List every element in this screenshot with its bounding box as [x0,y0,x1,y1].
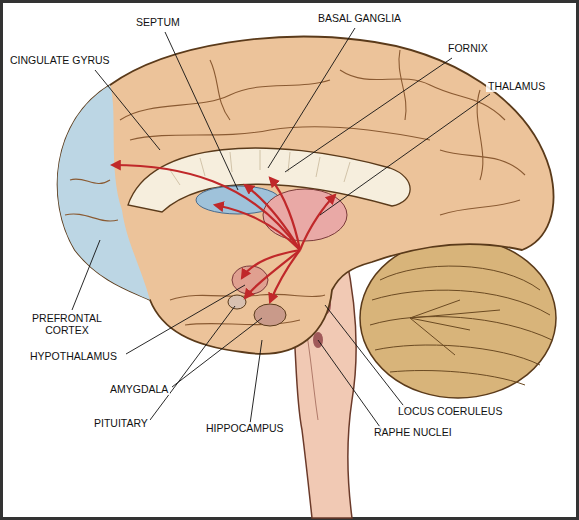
part-label: HIPPOCAMPUS [204,422,286,434]
part-label: RAPHE NUCLEI [372,426,454,438]
projection-arrows [112,165,335,302]
part-label: SEPTUM [134,16,182,28]
part-label: PREFRONTAL CORTEX [26,312,108,336]
pituitary-shape [228,295,246,309]
part-label: THALAMUS [486,80,547,92]
amygdala-shape [254,304,286,326]
part-label: FORNIX [446,42,490,54]
part-label: LOCUS COERULEUS [396,405,504,417]
part-label: HYPOTHALAMUS [28,350,119,362]
callosum-fibers [170,150,350,185]
gyri-lines [65,50,525,325]
part-label: AMYGDALA [108,383,170,395]
cerebrum [58,37,554,354]
part-label: BASAL GANGLIA [316,12,403,24]
cerebellum [360,238,556,398]
cerebellum-folia [370,266,552,385]
leader-lines [72,28,490,434]
part-label: CINGULATE GYRUS [8,54,112,66]
part-label: PITUITARY [92,417,150,429]
